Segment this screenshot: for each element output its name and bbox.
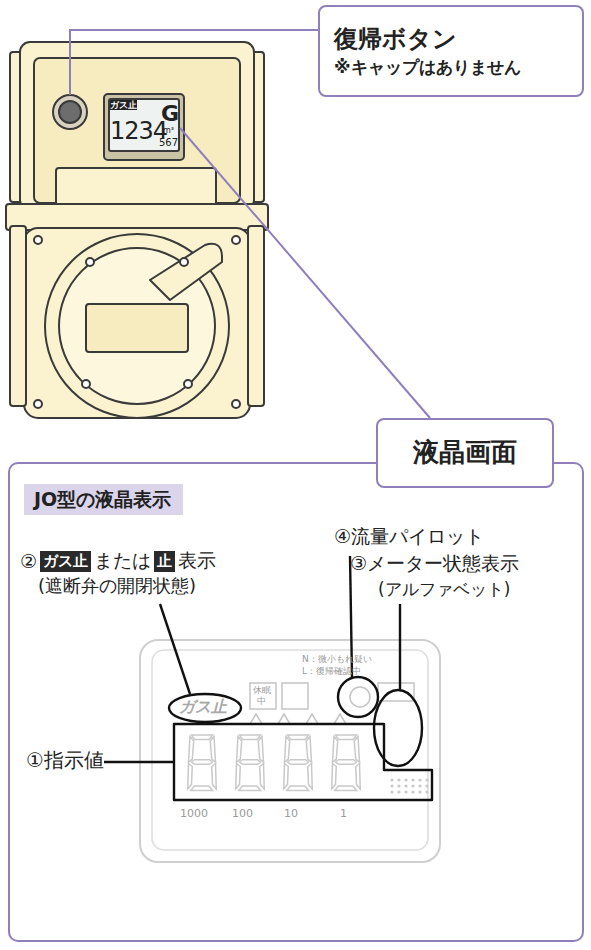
meter-decimal: 567 [159, 137, 178, 149]
inverted-mark: 止 [154, 551, 175, 572]
lcd-legend: N：微小もれ疑い [302, 654, 372, 664]
unit: m³ [163, 126, 174, 135]
callout-label: (アルファベット) [378, 580, 510, 600]
dot [425, 784, 428, 787]
dot [397, 790, 400, 793]
dot [390, 790, 393, 793]
digit-place: 10 [284, 808, 298, 821]
dot [418, 778, 421, 781]
lcd-icon: 中 [257, 696, 266, 706]
dot [411, 784, 414, 787]
lcd-icon: 休眠 [253, 685, 271, 695]
callout-box: 復帰ボタン※キャップはありません [318, 5, 584, 97]
inverted-mark: ガス止 [40, 551, 91, 572]
callout-title: 液晶画面 [413, 436, 517, 470]
meter-reading: 1234 [110, 118, 167, 146]
callout-label: (遮断弁の開閉状態) [38, 576, 196, 597]
lcd-illustration [140, 640, 440, 862]
dot [397, 784, 400, 787]
dot [425, 790, 428, 793]
dot [397, 778, 400, 781]
gas-meter [6, 42, 268, 418]
lcd-status: ガス止 [110, 100, 137, 110]
lcd-legend: L：復帰確認中 [302, 666, 361, 676]
callout-label: 表示 [178, 548, 216, 574]
callout-label: ①指示値 [26, 749, 104, 772]
callout-label: ③メーター状態表示 [350, 553, 519, 575]
lcd-status: ガス止 [179, 698, 227, 716]
dot [411, 790, 414, 793]
callout-label: または [94, 548, 151, 574]
dot [404, 790, 407, 793]
panel: JO型の液晶表示 [8, 462, 584, 942]
dot [418, 784, 421, 787]
panel-heading: JO型の液晶表示 [24, 484, 183, 515]
dot [404, 784, 407, 787]
callout-row: ②ガス止または止表示 [20, 548, 216, 574]
callout-note: ※キャップはありません [334, 56, 521, 78]
dot [418, 790, 421, 793]
digit-place: 100 [232, 808, 253, 821]
callout-number: ② [20, 550, 37, 572]
digit-place: 1000 [180, 808, 208, 821]
meter-state: G [161, 101, 179, 126]
dot [390, 784, 393, 787]
digit-place: 1 [340, 808, 347, 821]
callout-label: ④流量パイロット [334, 526, 484, 548]
dot [390, 778, 393, 781]
callout-box: 液晶画面 [376, 418, 554, 488]
dot [404, 778, 407, 781]
dot [411, 778, 414, 781]
callout-title: 復帰ボタン [334, 24, 457, 55]
dot [425, 778, 428, 781]
